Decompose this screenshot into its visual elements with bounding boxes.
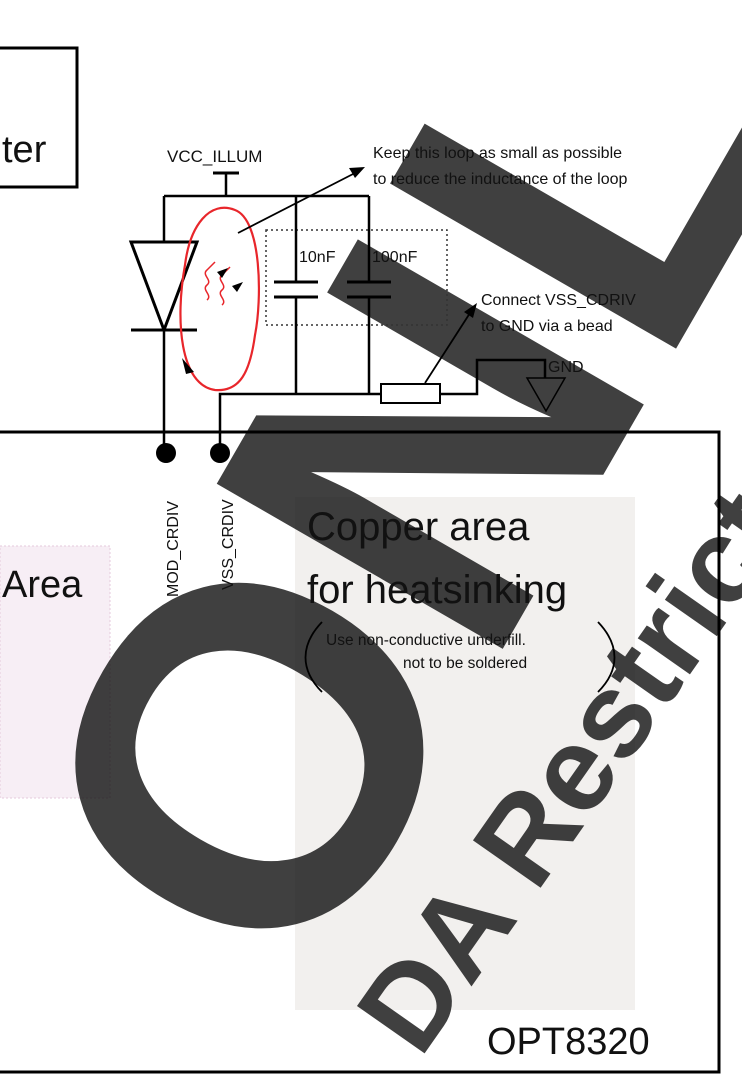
bead-to-gnd: [440, 358, 547, 396]
loop-note-line2: to reduce the inductance of the loop: [373, 171, 628, 188]
ground-rail: [218, 392, 381, 445]
converter-label: ter: [2, 129, 47, 171]
light-emission-arrows: [204, 261, 231, 306]
capacitor-100nf: [347, 196, 391, 394]
loop-note-line1: Keep this loop as small as possible: [373, 145, 622, 162]
ground-symbol: [525, 377, 567, 413]
bead-note-line1: Connect VSS_CDRIV: [481, 292, 636, 309]
pin-mod-crdiv: [156, 443, 176, 463]
copper-note-line1: Use non-conductive underfill.: [326, 632, 526, 649]
chip-name: OPT8320: [487, 1021, 650, 1063]
supply-label: VCC_ILLUM: [167, 147, 262, 166]
chip-outline: [0, 430, 721, 1074]
area-label: Area: [2, 564, 83, 606]
capacitor-10nf: [274, 196, 318, 394]
copper-title-line1: Copper area: [307, 505, 530, 549]
led-diode: [128, 196, 200, 445]
ferrite-bead: [380, 383, 441, 404]
cap1-label: 10nF: [299, 249, 336, 266]
copper-note-left-paren: [304, 621, 323, 693]
copper-title-line2: for heatsinking: [307, 568, 567, 612]
bead-note-line2: to GND via a bead: [481, 318, 613, 335]
pink-area-region: [0, 545, 111, 799]
pin-label-mod-crdiv: MOD_CRDIV: [165, 501, 182, 597]
copper-note-right-paren: [597, 621, 616, 693]
copper-area-region: [295, 497, 635, 1010]
pin-vss-crdiv: [210, 443, 230, 463]
capacitor-group-box: [265, 229, 448, 326]
pin-label-vss-crdiv: VSS_CRDIV: [220, 499, 237, 590]
ground-label: GND: [548, 359, 584, 376]
cap2-label: 100nF: [372, 249, 418, 266]
converter-block: [0, 46, 79, 189]
copper-note-line2: not to be soldered: [403, 655, 527, 672]
current-loop: [179, 206, 260, 392]
bead-note-arrow: [424, 312, 471, 384]
